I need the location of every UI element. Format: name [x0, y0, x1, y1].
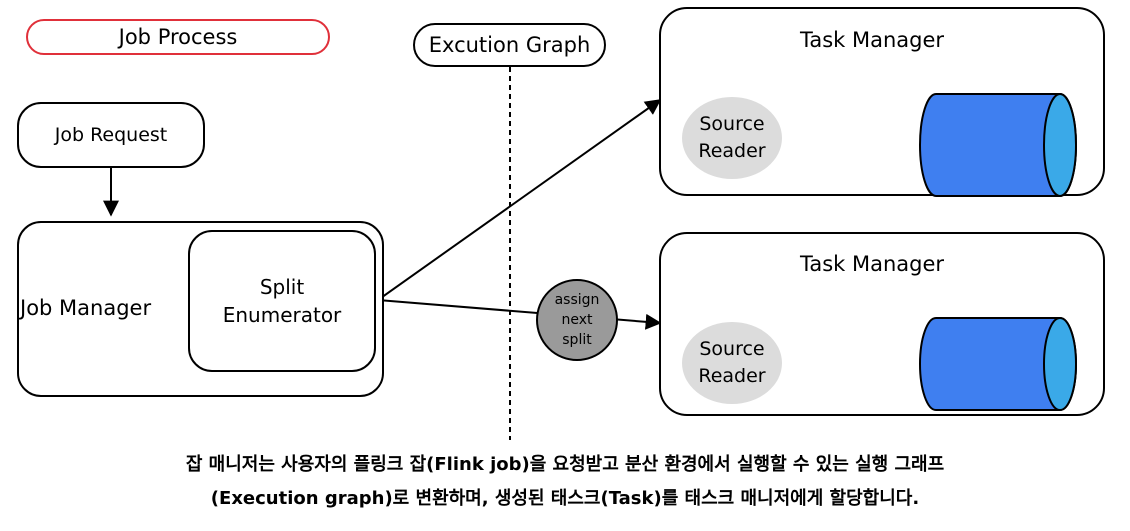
job-process-text: Job Process — [118, 25, 238, 49]
execution-graph-node: Excution Graph — [413, 23, 606, 67]
split-enumerator-node: Split Enumerator — [188, 230, 376, 372]
assign-next-split-node: assign next split — [536, 279, 618, 361]
task-manager-1-title: Task Manager — [800, 28, 945, 52]
assign-line2: next — [561, 312, 593, 328]
execution-graph-text: Excution Graph — [428, 33, 591, 57]
assign-line3: split — [562, 332, 592, 348]
job-request-text: Job Request — [54, 124, 168, 146]
assign-line1: assign — [554, 292, 600, 308]
source-reader-2: Source Reader — [682, 322, 782, 404]
source-reader-2-line2: Reader — [698, 365, 766, 387]
task-manager-2-title: Task Manager — [800, 252, 945, 276]
job-process-label: Job Process — [26, 19, 330, 55]
source-reader-1-line2: Reader — [698, 140, 766, 162]
caption-line2: (Execution graph)로 변환하며, 생성된 태스크(Task)를 … — [210, 488, 920, 509]
storage-cylinder-1 — [919, 93, 1077, 197]
storage-cylinder-2 — [919, 317, 1077, 411]
job-manager-label: Job Manager — [20, 296, 152, 320]
source-reader-1: Source Reader — [682, 97, 782, 179]
task-manager-1: Task Manager Source Reader — [659, 7, 1105, 197]
split-enumerator-line2: Enumerator — [222, 303, 342, 327]
source-reader-2-line1: Source — [699, 338, 765, 360]
caption-line1: 잡 매니저는 사용자의 플링크 잡(Flink job)을 요청받고 분산 환경… — [185, 454, 945, 475]
split-enumerator-line1: Split — [259, 275, 305, 299]
job-request-node: Job Request — [17, 102, 205, 168]
edge-enumerator-to-tm1 — [377, 99, 662, 301]
source-reader-1-line1: Source — [699, 113, 765, 135]
diagram-caption: 잡 매니저는 사용자의 플링크 잡(Flink job)을 요청받고 분산 환경… — [0, 448, 1130, 516]
task-manager-2: Task Manager Source Reader — [659, 232, 1105, 416]
